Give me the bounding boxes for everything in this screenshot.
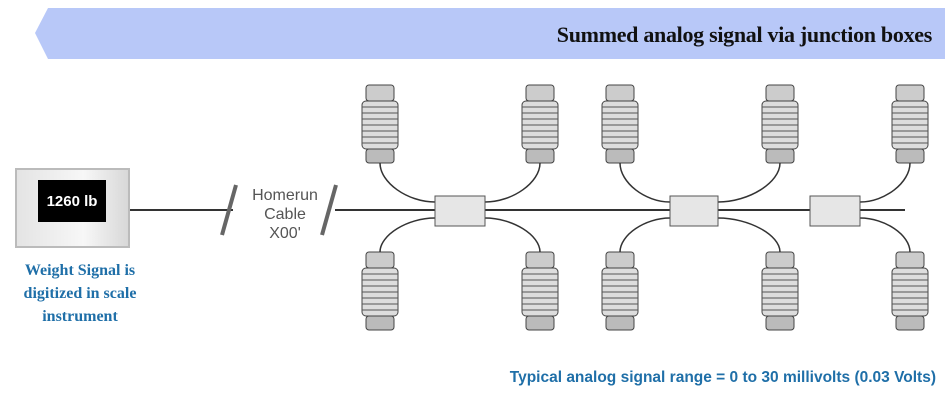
load-cell-icon (361, 251, 399, 331)
load-cell-cable (859, 217, 911, 253)
junction-box-icon (434, 195, 486, 227)
junction-box-icon (809, 195, 861, 227)
load-cell-icon (361, 84, 399, 164)
banner-title: Summed analog signal via junction boxes (556, 22, 933, 47)
cable-break-left (220, 184, 238, 236)
homerun-line3: X00' (269, 225, 301, 242)
homerun-line2: Cable (264, 206, 306, 223)
load-cell-icon (601, 251, 639, 331)
load-cell-icon (761, 84, 799, 164)
load-cell-cable (379, 217, 436, 253)
load-cell-cable (859, 162, 911, 203)
load-cell-cable (379, 162, 436, 203)
homerun-line1: Homerun (252, 187, 318, 204)
title-banner (35, 8, 945, 59)
load-cell-cable (484, 217, 541, 253)
load-cell-cable (619, 217, 671, 253)
load-cell-icon (601, 84, 639, 164)
load-cell-icon (761, 251, 799, 331)
signal-range-note: Typical analog signal range = 0 to 30 mi… (509, 369, 936, 386)
load-cell-icon (891, 251, 929, 331)
load-cell-icon (521, 84, 559, 164)
load-cell-icon (891, 84, 929, 164)
load-cell-cable (717, 162, 781, 203)
load-cell-cable (717, 217, 781, 253)
cable-break-right (320, 184, 338, 236)
weight-display: 1260 lb (38, 180, 106, 222)
junction-box-icon (669, 195, 719, 227)
load-cell-cable (484, 162, 541, 203)
load-cell-cable (619, 162, 671, 203)
homerun-cable-label: Homerun Cable X00' (245, 186, 325, 243)
scale-caption: Weight Signal is digitized in scale inst… (23, 262, 137, 325)
load-cell-icon (521, 251, 559, 331)
